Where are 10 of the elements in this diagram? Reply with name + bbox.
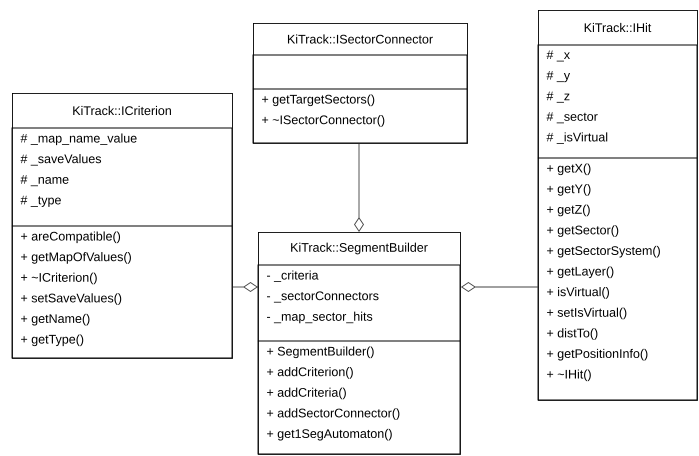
member-list: - _criteria - _sectorConnectors - _map_sector_hits xyxy=(258,264,460,342)
member-list: + getTargetSectors() + ~ISectorConnector() xyxy=(252,88,468,144)
aggregation-line xyxy=(354,143,364,232)
member-list: + SegmentBuilder() + addCriterion() + addCriteria() + addSectorConnector() + get1SegAutomaton() xyxy=(258,340,460,454)
member-list: # _x # _y # _z # _sector # _isVirtual xyxy=(538,44,698,158)
aggregation-line xyxy=(232,282,258,292)
member-list: + areCompatible() + getMapOfValues() + ~ICriterion() + setSaveValues() + getName() + getType() xyxy=(12,226,232,358)
member-list: # _map_name_value # _saveValues # _name # _type xyxy=(12,128,232,226)
member-list: + getX() + getY() + getZ() + getSector() + getSectorSystem() + getLayer() + isVirtual() + setIsVirtual() + distTo() + getPositionInfo() + ~IHit() xyxy=(538,158,698,400)
empty-compartment xyxy=(252,54,468,90)
